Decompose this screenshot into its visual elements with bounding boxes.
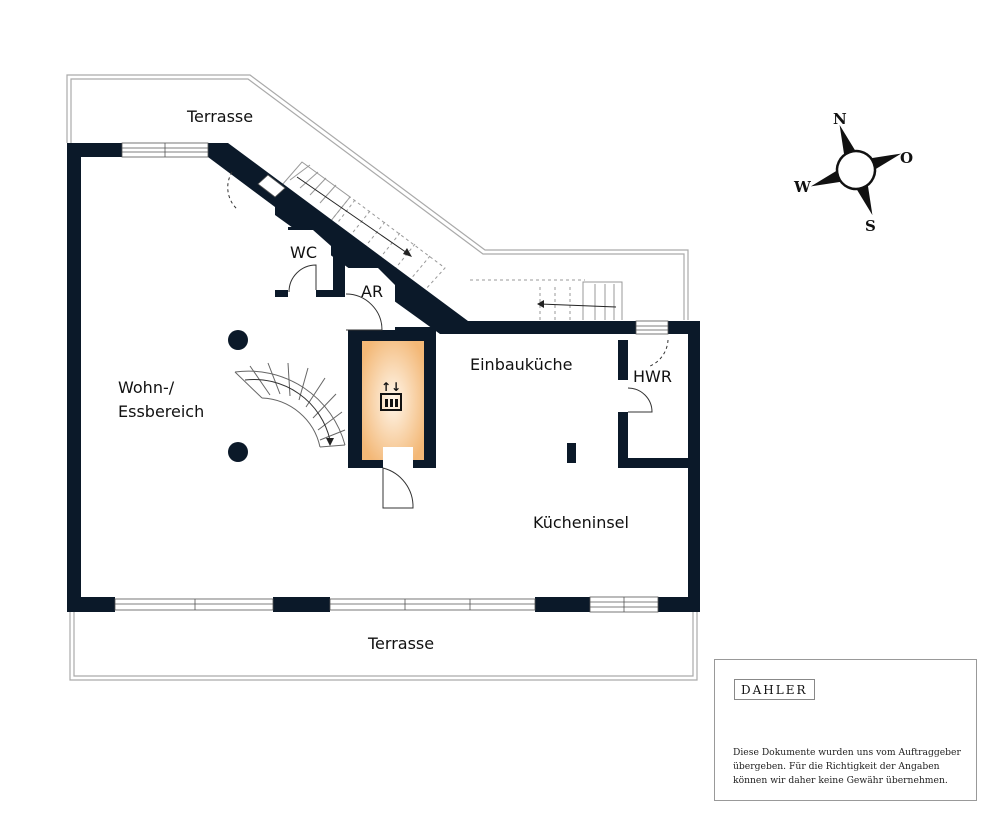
compass-n: N: [833, 110, 847, 128]
ar-floor: [346, 268, 395, 330]
label-kitchen-island: Kücheninsel: [533, 513, 629, 532]
doors: [227, 171, 669, 509]
label-living-2: Essbereich: [118, 402, 204, 421]
elevator-icon: ↑↓: [380, 380, 402, 411]
svg-text:↑↓: ↑↓: [381, 380, 401, 394]
terrace-bottom-outline: [69, 612, 698, 681]
stair-arrow-head: [403, 248, 412, 257]
label-kitchen: Einbauküche: [470, 355, 573, 374]
label-living-1: Wohn-/: [118, 378, 175, 397]
compass-icon: [810, 124, 902, 216]
wc-floor: [288, 230, 331, 288]
compass-s: S: [865, 217, 876, 235]
column: [228, 330, 248, 350]
label-hwr: HWR: [633, 367, 672, 386]
spiral-arrow-head: [326, 438, 334, 446]
elevator-door-gap: [383, 447, 413, 468]
compass-w: W: [793, 178, 812, 196]
label-ar: AR: [361, 282, 383, 301]
stair-arrow-2-head: [537, 300, 544, 308]
hwr-door-gap: [617, 380, 629, 412]
label-terrace-top: Terrasse: [186, 107, 253, 126]
spiral-staircase: [234, 362, 346, 448]
windows: [114, 142, 669, 613]
stair-arrow-2: [539, 303, 617, 308]
column: [228, 442, 248, 462]
disclaimer-note: Diese Dokumente wurden uns vom Auftragge…: [733, 747, 961, 786]
compass-o: O: [900, 149, 913, 167]
label-terrace-bottom: Terrasse: [367, 634, 434, 653]
outdoor-stairs: [281, 161, 623, 320]
legend-box: DAHLER Diese Dokumente wurden uns vom Au…: [714, 659, 977, 801]
dahler-logo: DAHLER: [734, 679, 815, 700]
label-wc: WC: [290, 243, 317, 262]
terrace-top-outline: [66, 74, 689, 320]
stair-arrow: [296, 176, 411, 256]
wc-room: [288, 227, 345, 297]
